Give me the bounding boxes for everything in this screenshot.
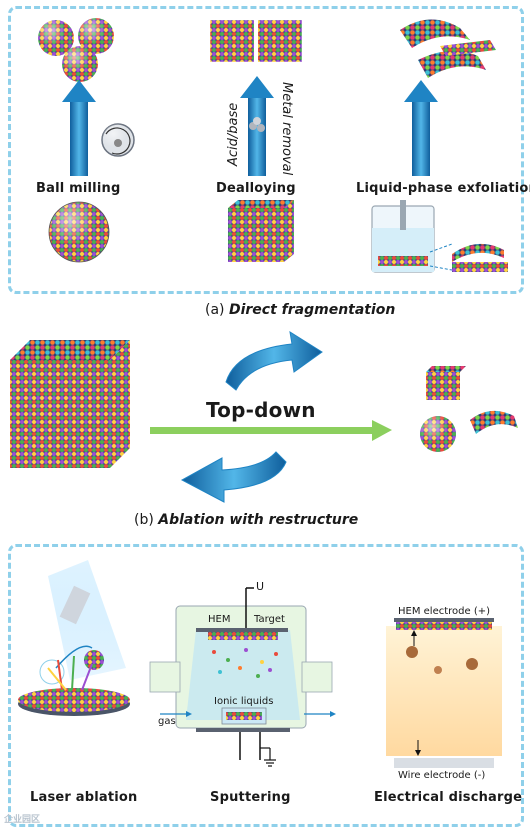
ball-milling-nanoparticles bbox=[38, 18, 114, 82]
panel-ablation-methods bbox=[8, 544, 524, 827]
sputter-ionic-liquids-label: Ionic liquids bbox=[214, 696, 274, 707]
exfoliation-zoom-inset bbox=[429, 243, 508, 272]
dealloying-bulk-cube bbox=[228, 200, 294, 262]
label-hem-electrode: HEM electrode (+) bbox=[398, 606, 491, 617]
sputter-hem-label: HEM bbox=[208, 614, 231, 625]
caption-b-prefix: (b) bbox=[134, 512, 154, 528]
caption-a-emph: Direct fragmentation bbox=[228, 302, 396, 318]
electrical-discharge-scene bbox=[386, 618, 502, 768]
label-electrical-discharge: Electrical discharge bbox=[374, 790, 523, 805]
sputter-voltage-label: U bbox=[256, 580, 265, 593]
metal-removal-atoms-icon bbox=[249, 117, 265, 132]
top-down-arrow bbox=[150, 420, 392, 441]
label-metal-removal: Metal removal bbox=[279, 82, 294, 176]
dealloying-porous-cubes bbox=[209, 19, 303, 63]
sputter-gas-label: gas bbox=[158, 716, 176, 727]
sputter-target-label: Target bbox=[254, 614, 285, 625]
label-ball-milling: Ball milling bbox=[36, 181, 121, 196]
exfoliated-nanosheets bbox=[400, 19, 496, 78]
label-laser-ablation: Laser ablation bbox=[30, 790, 138, 805]
caption-b: (b) Ablation with restructure bbox=[134, 512, 358, 528]
label-sputtering: Sputtering bbox=[210, 790, 291, 805]
exfoliation-arrow bbox=[404, 80, 438, 176]
dealloying-arrow bbox=[240, 76, 274, 176]
restructure-curved-arrow bbox=[180, 451, 287, 503]
nanostructure-products bbox=[420, 366, 518, 452]
label-liquid-phase-exfoliation: Liquid-phase exfoliation bbox=[356, 181, 530, 196]
caption-a-prefix: (a) bbox=[205, 302, 225, 318]
panel-direct-fragmentation bbox=[8, 6, 524, 294]
laser-ablation-scene bbox=[18, 560, 130, 716]
label-acid-base: Acid/base bbox=[226, 102, 241, 166]
ball-milling-arrow bbox=[62, 80, 96, 176]
ball-milling-bulk-sphere bbox=[48, 201, 110, 263]
milling-jar-icon bbox=[101, 123, 135, 157]
top-down-title: Top-down bbox=[206, 398, 316, 422]
label-dealloying: Dealloying bbox=[216, 181, 296, 196]
caption-b-emph: Ablation with restructure bbox=[158, 512, 359, 528]
watermark-text: 企业园区 bbox=[4, 815, 41, 825]
label-wire-electrode: Wire electrode (-) bbox=[398, 770, 486, 781]
sonication-beaker-icon bbox=[371, 200, 435, 273]
caption-a: (a) Direct fragmentation bbox=[205, 302, 395, 318]
fragmentation-curved-arrow bbox=[225, 330, 323, 391]
sputtering-chamber bbox=[149, 587, 336, 767]
bulk-hea-cube bbox=[10, 340, 130, 468]
